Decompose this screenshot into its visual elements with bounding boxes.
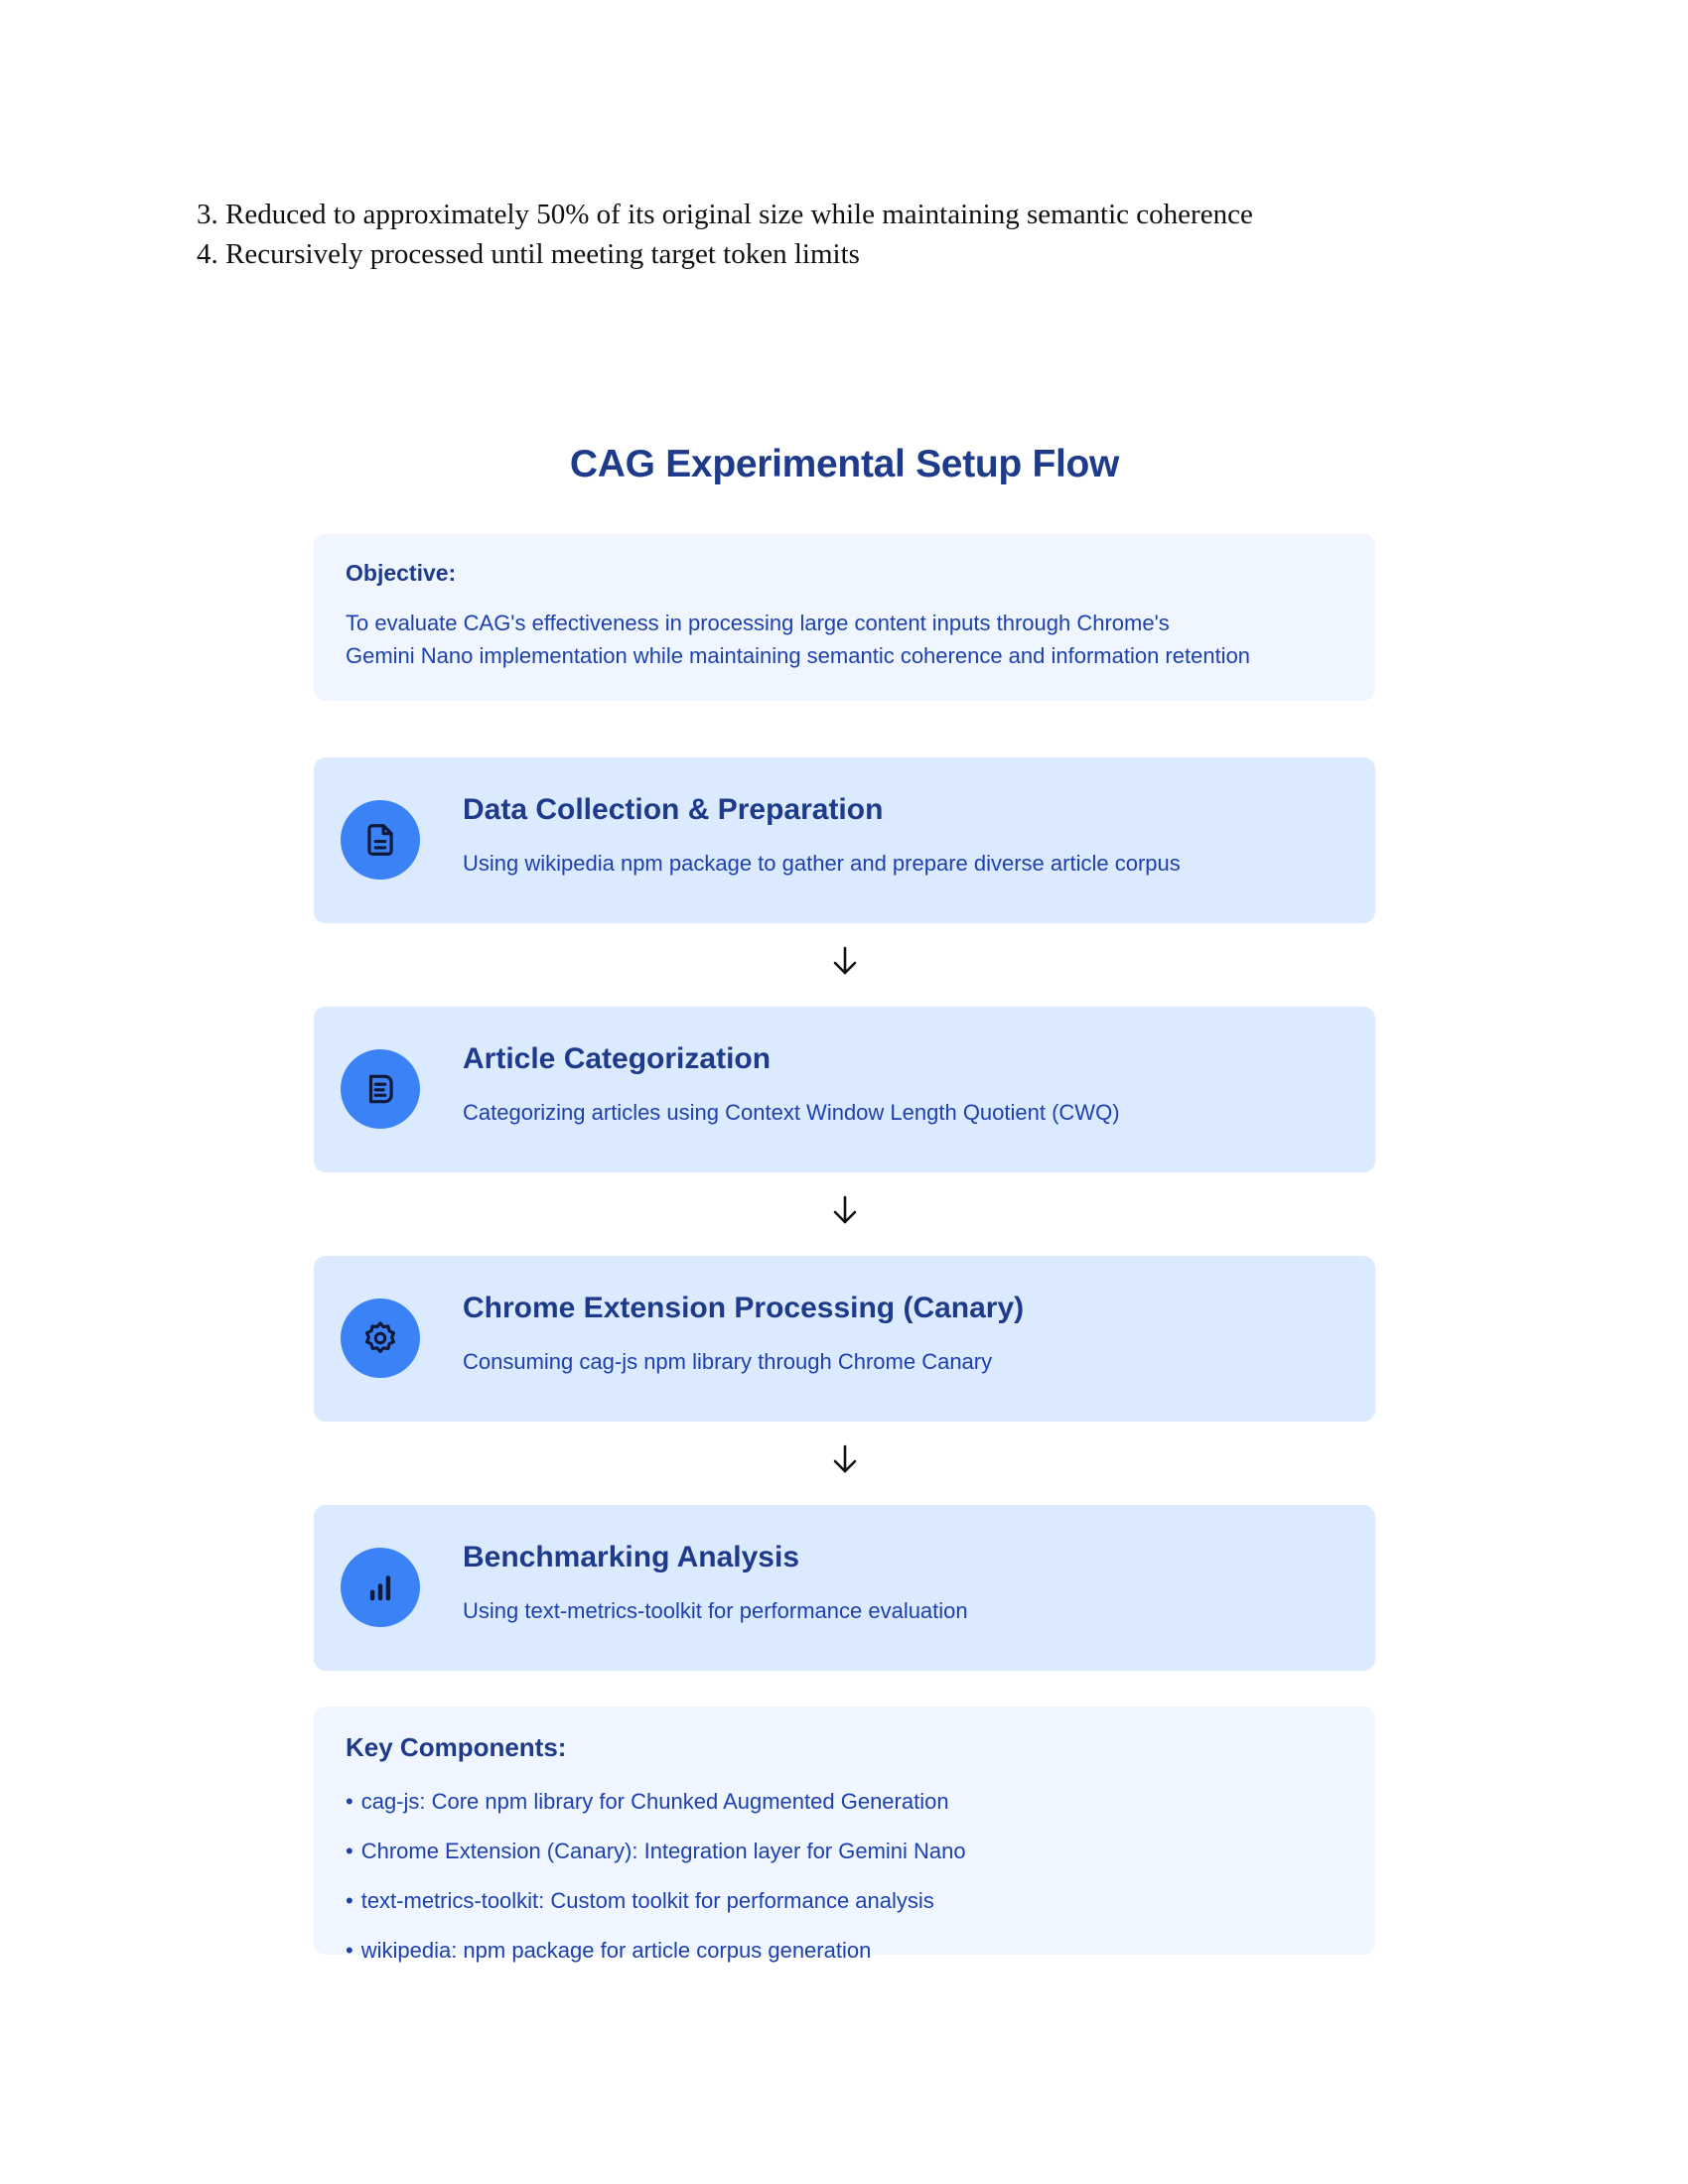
category-icon bbox=[341, 1049, 420, 1129]
bullet: • bbox=[346, 1938, 353, 1963]
step-description: Categorizing articles using Context Wind… bbox=[463, 1100, 1120, 1125]
step-description: Using text-metrics-toolkit for performan… bbox=[463, 1598, 968, 1623]
component-text: wikipedia: npm package for article corpu… bbox=[360, 1938, 872, 1963]
key-components-panel: Key Components: • cag-js: Core npm librar… bbox=[314, 1706, 1375, 1963]
step-data-collection: Data Collection & Preparation Using wiki… bbox=[314, 757, 1375, 923]
step-chrome-extension: Chrome Extension Processing (Canary) Con… bbox=[314, 1256, 1375, 1422]
step-benchmarking: Benchmarking Analysis Using text-metrics… bbox=[314, 1505, 1375, 1671]
step-description: Using wikipedia npm package to gather an… bbox=[463, 851, 1181, 876]
bullet: • bbox=[346, 1789, 353, 1814]
step-article-categorization: Article Categorization Categorizing arti… bbox=[314, 1007, 1375, 1172]
arrow-down-icon bbox=[830, 1194, 860, 1226]
step-title: Benchmarking Analysis bbox=[463, 1541, 800, 1573]
step-title: Chrome Extension Processing (Canary) bbox=[463, 1292, 1025, 1324]
step-title: Article Categorization bbox=[463, 1042, 772, 1075]
bar-chart-icon bbox=[341, 1548, 420, 1627]
arrow-down-icon bbox=[830, 1443, 860, 1475]
component-text: cag-js: Core npm library for Chunked Aug… bbox=[360, 1789, 949, 1814]
component-text: text-metrics-toolkit: Custom toolkit for… bbox=[360, 1888, 934, 1913]
list-item: 3. Reduced to approximately 50% of its o… bbox=[197, 199, 1253, 230]
key-components-title: Key Components: bbox=[346, 1732, 567, 1762]
list-item: • Chrome Extension (Canary): Integration … bbox=[346, 1827, 1343, 1876]
document-numbered-list: 3. Reduced to approximately 50% of its o… bbox=[197, 195, 1507, 274]
step-title: Data Collection & Preparation bbox=[463, 793, 884, 826]
objective-label: Objective: bbox=[346, 560, 457, 586]
diagram-title: CAG Experimental Setup Flow bbox=[569, 443, 1120, 485]
list-item: • text-metrics-toolkit: Custom toolkit fo… bbox=[346, 1876, 1343, 1926]
list-item: • cag-js: Core npm library for Chunked Au… bbox=[346, 1777, 1343, 1827]
list-item: 4. Recursively processed until meeting t… bbox=[197, 238, 860, 270]
gear-icon bbox=[341, 1298, 420, 1378]
document-icon bbox=[341, 800, 420, 880]
objective-text-line: To evaluate CAG's effectiveness in proce… bbox=[346, 611, 1170, 635]
key-components-list: • cag-js: Core npm library for Chunked Au… bbox=[346, 1777, 1343, 1976]
arrow-down-icon bbox=[830, 945, 860, 977]
step-description: Consuming cag-js npm library through Chr… bbox=[463, 1349, 993, 1374]
bullet: • bbox=[346, 1888, 353, 1913]
component-text: Chrome Extension (Canary): Integration l… bbox=[360, 1839, 966, 1863]
list-item: • wikipedia: npm package for article corp… bbox=[346, 1926, 1343, 1976]
bullet: • bbox=[346, 1839, 353, 1863]
objective-text-line: Gemini Nano implementation while maintai… bbox=[346, 643, 1251, 668]
objective-panel: Objective: To evaluate CAG's effectivene… bbox=[314, 534, 1375, 701]
objective-text: To evaluate CAG's effectiveness in proce… bbox=[346, 607, 1343, 672]
